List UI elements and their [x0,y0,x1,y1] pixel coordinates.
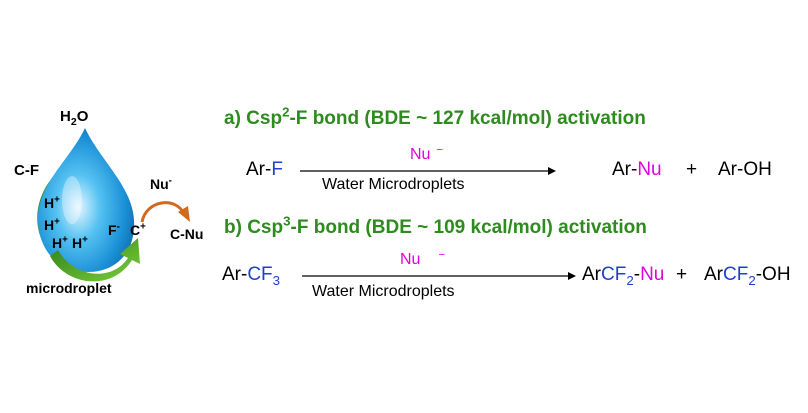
product-a-2: Ar-OH [718,159,772,180]
heading-a: a) Csp2-F bond (BDE ~ 127 kcal/mol) acti… [224,104,646,129]
proton-2: H+ [44,216,60,233]
arrow-b-head [568,272,576,280]
water-label: H2O [60,108,89,128]
reactant-a: Ar-F [246,159,283,180]
plus-a: + [686,159,698,180]
orange-curved-arrow [140,201,186,223]
reagent-b: Nu− [400,248,445,268]
condition-a: Water Microdroplets [322,176,465,193]
heading-b: b) Csp3-F bond (BDE ~ 109 kcal/mol) acti… [224,213,647,238]
proton-3: H+ [52,234,68,251]
proton-4: H+ [72,234,88,251]
product-b-1: ArCF2-Nu [582,264,665,288]
fluoride-label: F- [108,221,120,238]
green-cycle-arrow-bottom [50,238,140,282]
proton-1: H+ [44,194,60,211]
water-droplet [37,128,135,272]
product-cnu-label: C-Nu [170,226,204,242]
product-b-2: ArCF2-OH [704,264,791,288]
microdroplet-caption: microdroplet [26,280,112,296]
carbocation-label: C+ [130,221,146,238]
condition-b: Water Microdroplets [312,283,455,300]
orange-arrowhead [178,206,190,222]
reagent-a: Nu− [410,143,443,163]
cf-label: C-F [14,162,39,179]
arrow-a-head [548,167,556,175]
product-a-1: Ar-Nu [612,159,662,180]
reactant-b: Ar-CF3 [222,264,281,288]
plus-b: + [676,264,688,285]
nucleophile-label: Nu- [150,175,172,192]
